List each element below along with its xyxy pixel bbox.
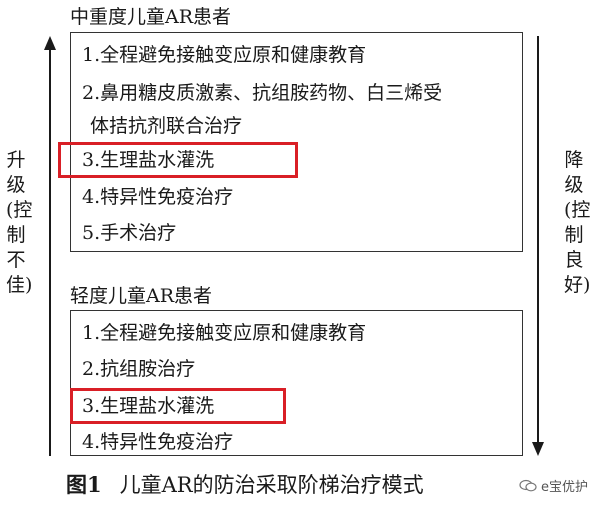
severe-item-5: 5.手术治疗 [82, 222, 177, 244]
chat-bubble-icon [519, 479, 537, 491]
watermark-text: e宝优护 [541, 480, 588, 495]
severe-item-4: 4.特异性免疫治疗 [82, 186, 234, 208]
mild-item-4: 4.特异性免疫治疗 [82, 431, 234, 453]
severe-item-2-cont: 体拮抗剂联合治疗 [90, 115, 243, 137]
mild-item-3: 3.生理盐水灌洗 [82, 395, 215, 417]
figure-caption: 图1 儿童AR的防治采取阶梯治疗模式 [66, 471, 424, 499]
escalate-arrow-icon [44, 36, 56, 456]
mild-item-1: 1.全程避免接触变应原和健康教育 [82, 322, 367, 344]
deescalate-label-text: 降级(控制良好) [564, 149, 591, 296]
mild-title: 轻度儿童AR患者 [70, 285, 213, 307]
escalate-label: 升级(控制不佳) [4, 148, 33, 298]
severe-title: 中重度儿童AR患者 [70, 6, 232, 28]
figure-caption-text: 儿童AR的防治采取阶梯治疗模式 [119, 473, 424, 497]
mild-box [70, 310, 523, 456]
watermark: e宝优护 [519, 476, 588, 495]
deescalate-label: 降级(控制良好) [562, 148, 591, 298]
deescalate-arrow-icon [532, 36, 544, 456]
severe-highlight-box [58, 142, 298, 178]
severe-item-1: 1.全程避免接触变应原和健康教育 [82, 44, 367, 66]
figure-number: 图1 [66, 472, 102, 497]
mild-item-2: 2.抗组胺治疗 [82, 358, 196, 380]
severe-item-3: 3.生理盐水灌洗 [82, 149, 215, 171]
mild-highlight-box [70, 388, 286, 424]
severe-item-2: 2.鼻用糖皮质激素、抗组胺药物、白三烯受 [82, 82, 443, 104]
escalate-label-text: 升级(控制不佳) [6, 149, 33, 296]
